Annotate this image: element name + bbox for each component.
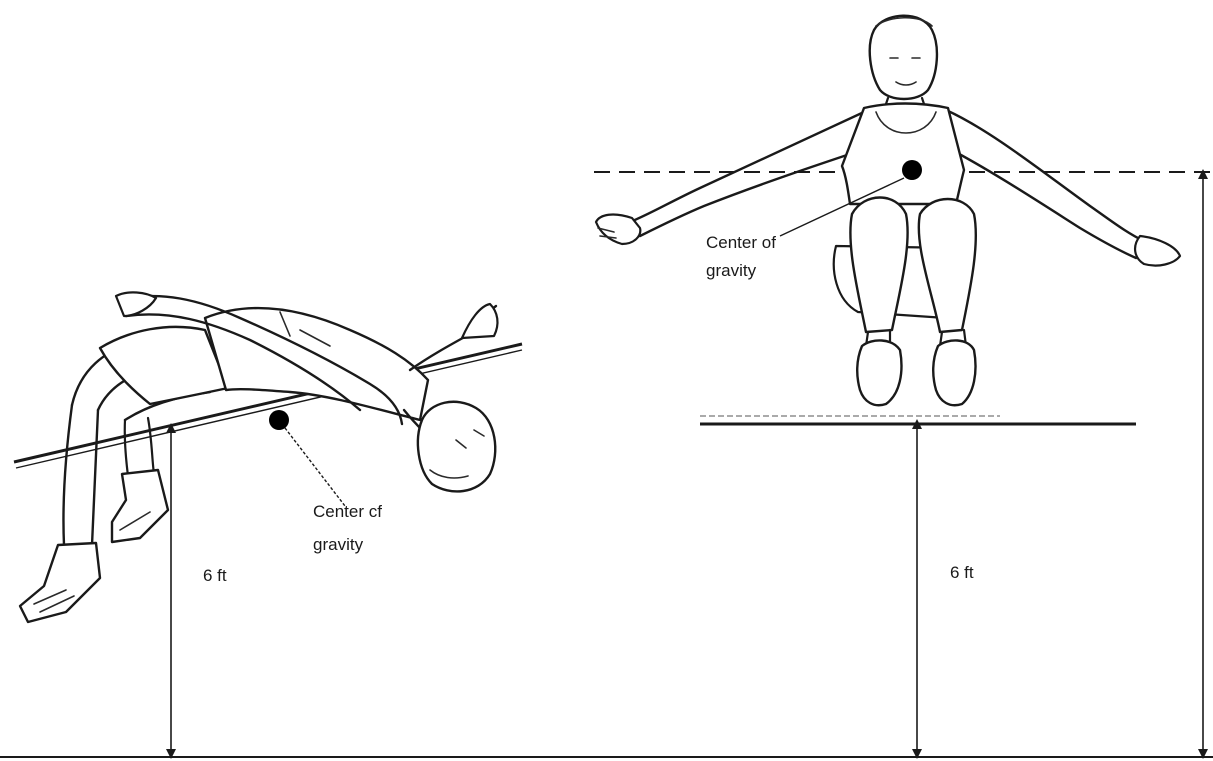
height-label-left: 6 ft [203, 566, 227, 585]
upright-jump-figure: Center of gravity 6 ft [594, 16, 1210, 754]
fosbury-flop-figure: Center cf gravity 6 ft [14, 292, 522, 754]
center-of-gravity-dot-right [902, 160, 922, 180]
cog-label-right-line1: Center of [706, 233, 776, 252]
cog-label-left-line2: gravity [313, 535, 364, 554]
center-of-gravity-leader-left [285, 428, 345, 506]
cog-label-left-line1: Center cf [313, 502, 382, 521]
center-of-gravity-dot-left [269, 410, 289, 430]
arched-jumper [20, 292, 497, 622]
cog-label-right-line2: gravity [706, 261, 757, 280]
upright-jumper [596, 16, 1180, 405]
height-label-right: 6 ft [950, 563, 974, 582]
